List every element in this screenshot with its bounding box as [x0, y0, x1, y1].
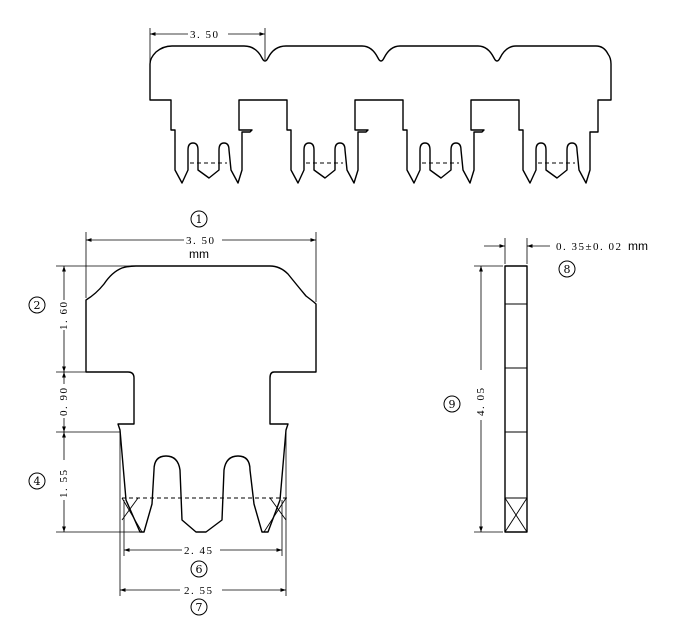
strip-top-view: 3. 50 [149, 28, 612, 184]
thickness-label: 0. 35±0. 02 [556, 241, 623, 253]
svg-text:1: 1 [196, 213, 203, 226]
strip-outline [149, 45, 612, 184]
svg-text:6: 6 [196, 563, 203, 576]
callout-6: 6 [190, 560, 208, 578]
width-dimension-label: 3. 50 [186, 235, 216, 247]
inner-width-label: 2. 45 [184, 545, 214, 557]
callout-7: 7 [190, 598, 208, 616]
contact-side-view: 0. 35±0. 02 mm 4. 05 [474, 238, 648, 533]
callout-1: 1 [190, 210, 208, 228]
width-unit-label: mm [189, 247, 209, 261]
thickness-unit-label: mm [628, 239, 648, 253]
svg-text:4: 4 [34, 475, 41, 488]
svg-text:2: 2 [34, 299, 41, 312]
svg-text:7: 7 [196, 601, 203, 614]
outer-width-label: 2. 55 [184, 585, 214, 597]
pitch-dimension-label: 3. 50 [190, 29, 220, 41]
svg-text:8: 8 [564, 263, 571, 276]
height-middle-label: 0. 90 [58, 387, 70, 417]
callout-9: 9 [443, 395, 461, 413]
callout-8: 8 [558, 260, 576, 278]
height-upper-label: 1. 60 [58, 301, 70, 331]
side-outline [504, 265, 528, 533]
height-lower-label: 1. 55 [58, 469, 70, 499]
length-label: 4. 05 [475, 387, 487, 417]
svg-text:9: 9 [449, 398, 456, 411]
callout-2: 2 [28, 296, 46, 314]
contact-outline [85, 265, 317, 533]
callout-4: 4 [28, 472, 46, 490]
contact-front-view: 3. 50 mm 1. 60 0. 90 1. 55 2. 45 2. 55 [56, 232, 317, 597]
